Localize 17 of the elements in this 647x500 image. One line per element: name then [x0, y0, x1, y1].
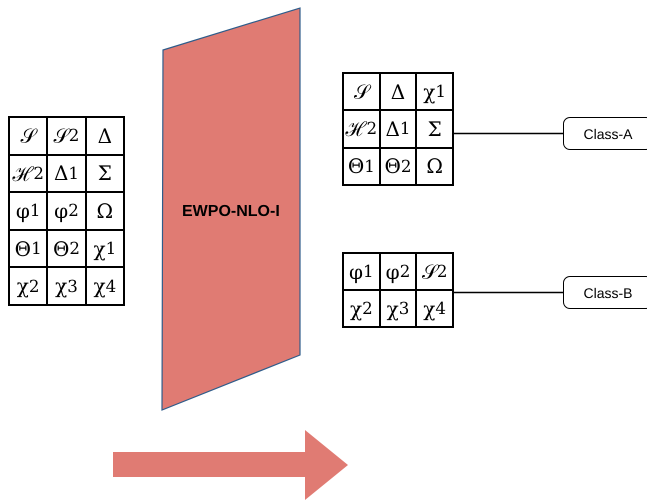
symbol-cell: Δ — [380, 73, 416, 110]
layer-label: EWPO-NLO-I — [182, 203, 280, 221]
symbol-cell: Ω — [86, 192, 124, 230]
symbol-cell: Ω — [416, 148, 453, 185]
symbol-cell: 𝒮 — [343, 73, 380, 110]
symbol-cell: Δ — [86, 117, 124, 155]
connector-line — [454, 132, 563, 134]
parallelogram-shape — [161, 7, 301, 411]
symbol-grid — [342, 252, 454, 328]
symbol-grid — [342, 72, 454, 186]
symbol-cell: 𝒮 — [9, 117, 48, 155]
symbol-cell: Σ — [416, 110, 453, 148]
connector-line — [454, 292, 563, 294]
class-box: Class-A — [563, 117, 647, 150]
class-box: Class-B — [563, 276, 647, 309]
symbol-grid — [8, 116, 125, 306]
symbol-cell: Σ — [86, 154, 124, 192]
